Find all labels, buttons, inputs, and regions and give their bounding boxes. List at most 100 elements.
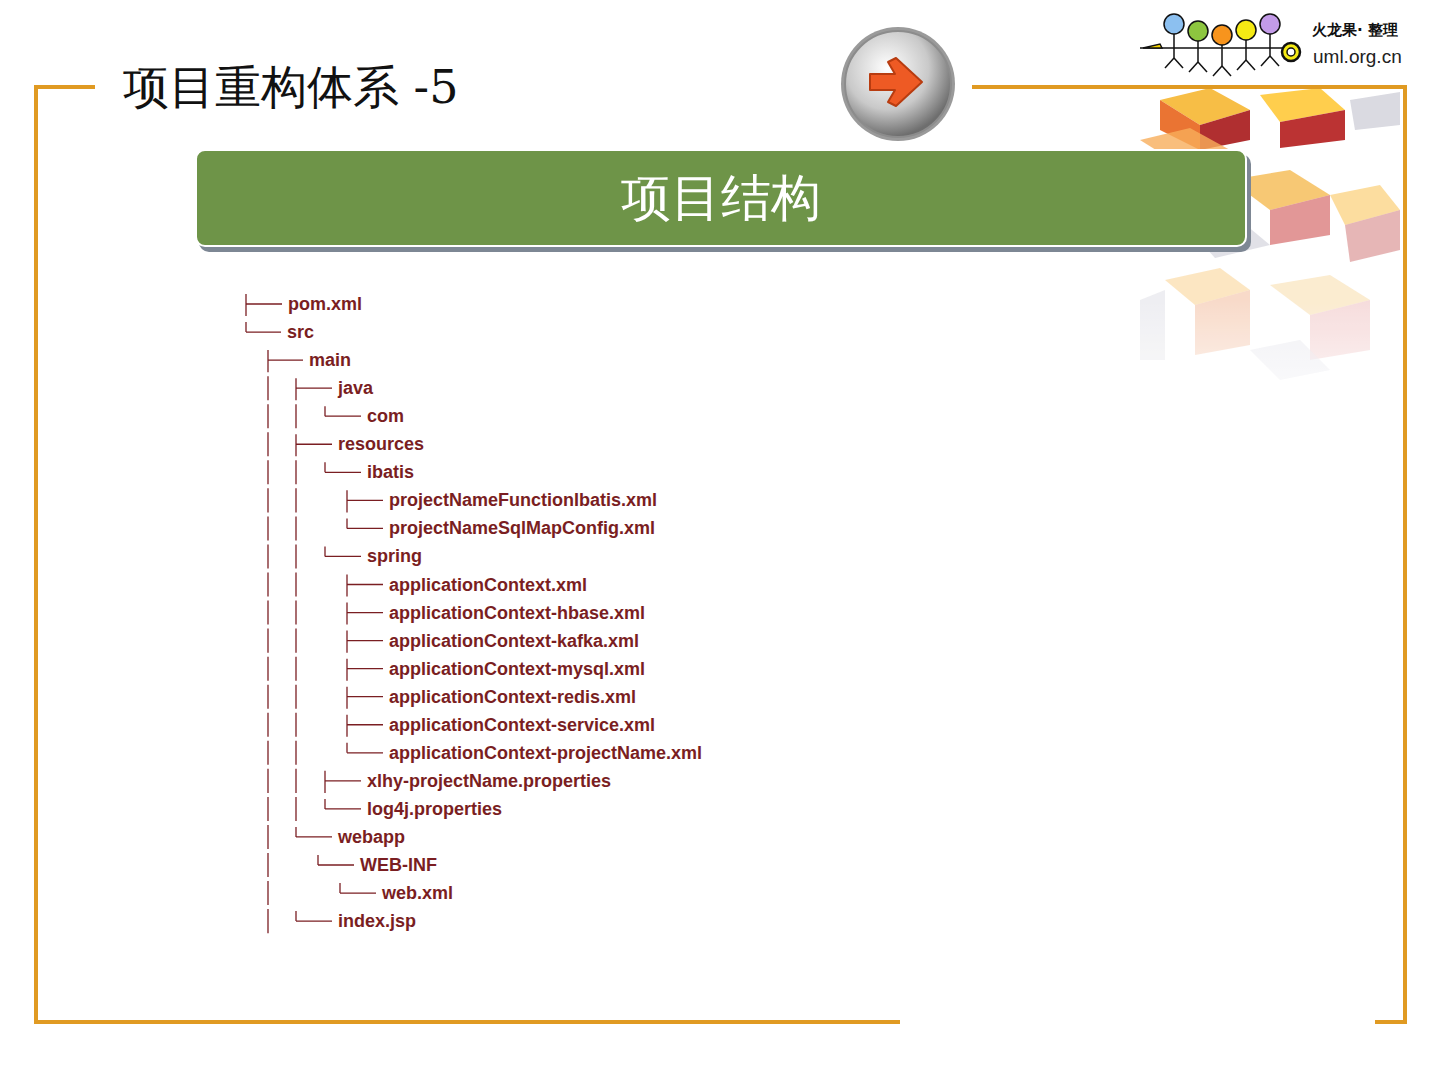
- tree-entry: src: [287, 321, 314, 343]
- tree-branch: [267, 909, 268, 933]
- tree-branch: [267, 713, 268, 737]
- tree-branch: [245, 294, 246, 316]
- tree-branch: [267, 516, 268, 540]
- tree-entry: applicationContext-hbase.xml: [389, 602, 645, 624]
- tree-branch: [318, 864, 354, 865]
- tree-branch: [346, 659, 347, 681]
- tree-entry: pom.xml: [288, 293, 362, 315]
- tree-branch: [267, 881, 268, 905]
- tree-branch: [267, 460, 268, 484]
- tree-branch: [295, 488, 296, 512]
- tree-branch: [267, 376, 268, 400]
- logo-figures: [1140, 14, 1300, 76]
- tree-branch: [347, 528, 383, 529]
- tree-entry: java: [338, 377, 373, 399]
- tree-branch: [295, 544, 296, 568]
- tree-entry: spring: [367, 545, 422, 567]
- tree-branch: [267, 544, 268, 568]
- tree-entry: WEB-INF: [360, 854, 437, 876]
- tree-branch: [296, 444, 332, 445]
- tree-branch: [324, 799, 325, 809]
- tree-branch: [295, 601, 296, 625]
- tree-branch: [347, 668, 383, 669]
- tree-branch: [325, 780, 361, 781]
- tree-entry: projectNameSqlMapConfig.xml: [389, 517, 655, 539]
- tree-entry: resources: [338, 433, 424, 455]
- tree-branch: [295, 741, 296, 765]
- tree-entry: main: [309, 349, 351, 371]
- tree-branch: [246, 303, 282, 304]
- tree-branch: [317, 855, 318, 865]
- tree-branch: [246, 331, 281, 332]
- tree-branch: [295, 516, 296, 540]
- tree-branch: [347, 640, 383, 641]
- tree-branch: [324, 406, 325, 416]
- tree-branch: [267, 350, 268, 372]
- tree-entry: applicationContext-service.xml: [389, 714, 655, 736]
- arrow-button: [841, 27, 955, 141]
- tree-branch: [325, 472, 361, 473]
- tree-branch: [296, 387, 332, 388]
- tree-branch: [325, 556, 361, 557]
- tree-branch: [296, 836, 332, 837]
- tree-entry: webapp: [338, 826, 405, 848]
- tree-branch: [346, 603, 347, 625]
- slide-frame: [34, 85, 1407, 1024]
- tree-entry: xlhy-projectName.properties: [367, 770, 611, 792]
- tree-branch: [267, 572, 268, 596]
- tree-branch: [339, 883, 340, 893]
- tree-branch: [347, 696, 383, 697]
- logo-text: uml.org.cn: [1313, 46, 1402, 68]
- tree-entry: applicationContext-projectName.xml: [389, 742, 702, 764]
- tree-branch: [347, 724, 383, 725]
- tree-entry: index.jsp: [338, 910, 416, 932]
- tree-branch: [267, 657, 268, 681]
- tree-entry: log4j.properties: [367, 798, 502, 820]
- tree-entry: projectNameFunctionIbatis.xml: [389, 489, 657, 511]
- tree-branch: [325, 808, 361, 809]
- tree-entry: applicationContext-kafka.xml: [389, 630, 639, 652]
- tree-branch: [340, 892, 376, 893]
- tree-branch: [346, 518, 347, 528]
- tree-branch: [267, 629, 268, 653]
- tree-branch: [295, 404, 296, 428]
- tree-branch: [346, 631, 347, 653]
- slide-title: 项目重构体系 -5: [123, 62, 458, 113]
- tree-branch: [295, 713, 296, 737]
- cube-decoration: [1130, 88, 1410, 435]
- tree-branch: [296, 920, 332, 921]
- tree-entry: applicationContext-mysql.xml: [389, 658, 645, 680]
- tree-branch: [324, 462, 325, 472]
- tree-branch: [346, 687, 347, 709]
- tree-branch: [267, 601, 268, 625]
- tree-entry: com: [367, 405, 404, 427]
- tree-entry: ibatis: [367, 461, 414, 483]
- tree-branch: [245, 322, 246, 332]
- tree-branch: [295, 769, 296, 793]
- tree-branch: [267, 853, 268, 877]
- tree-branch: [268, 359, 303, 360]
- tree-branch: [295, 797, 296, 821]
- tree-branch: [295, 572, 296, 596]
- tree-branch: [295, 460, 296, 484]
- tree-branch: [295, 827, 296, 837]
- tree-branch: [267, 432, 268, 456]
- tree-entry: web.xml: [382, 882, 453, 904]
- tree-branch: [267, 769, 268, 793]
- tree-branch: [325, 416, 361, 417]
- tree-branch: [267, 685, 268, 709]
- section-banner: 项目结构: [195, 149, 1247, 247]
- tree-branch: [267, 741, 268, 765]
- tree-branch: [295, 629, 296, 653]
- logo-text: 火龙果· 整理: [1312, 21, 1398, 40]
- tree-entry: applicationContext-redis.xml: [389, 686, 636, 708]
- tree-branch: [346, 490, 347, 512]
- tree-branch: [295, 378, 296, 400]
- tree-branch: [267, 797, 268, 821]
- tree-branch: [346, 574, 347, 596]
- tree-branch: [324, 771, 325, 793]
- tree-branch: [267, 488, 268, 512]
- tree-branch: [347, 612, 383, 613]
- tree-branch: [267, 825, 268, 849]
- tree-branch: [295, 434, 296, 456]
